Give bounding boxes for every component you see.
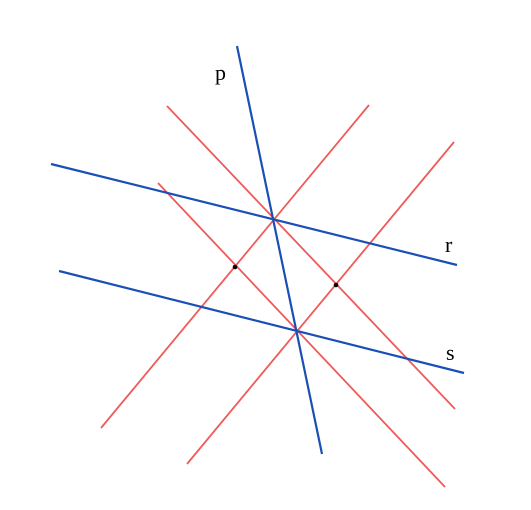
label-r: r bbox=[445, 232, 453, 257]
point-left bbox=[232, 264, 238, 270]
red-line-3 bbox=[186, 141, 455, 465]
line-p bbox=[235, 45, 324, 455]
line-r bbox=[50, 162, 458, 267]
red-line-1 bbox=[166, 105, 456, 410]
line-s bbox=[58, 269, 465, 375]
label-p: p bbox=[215, 60, 226, 85]
point-right bbox=[333, 282, 339, 288]
red-line-4 bbox=[157, 182, 446, 488]
label-s: s bbox=[446, 340, 455, 365]
